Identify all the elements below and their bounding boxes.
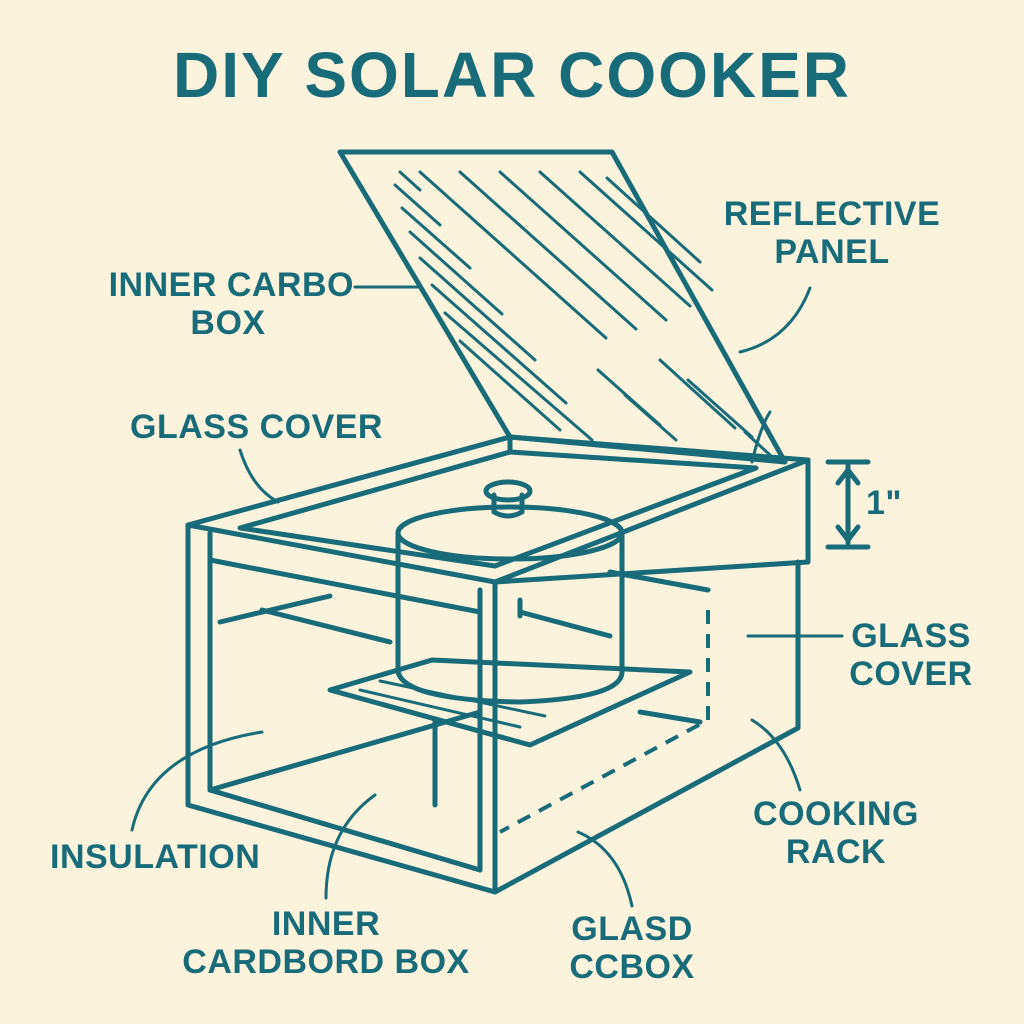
dimension-marker: [825, 459, 871, 550]
label-line: BOX: [190, 304, 266, 342]
label-line: RACK: [785, 833, 887, 871]
label-inner-carbo-box: INNER CARBO BOX: [72, 266, 354, 342]
label-line: GLASS: [851, 617, 971, 655]
label-line: 1": [866, 484, 903, 522]
label-line: GLASD: [571, 910, 693, 948]
leader-lines: [130, 285, 844, 908]
label-glass-cover-right: GLASS COVER: [838, 617, 984, 693]
label-line: REFLECTIVE: [723, 195, 941, 233]
label-reflective-panel: REFLECTIVE PANEL: [712, 195, 952, 271]
label-glass-cover-left: GLASS COVER: [130, 408, 410, 446]
label-line: GLASS COVER: [130, 408, 383, 446]
label-line: PANEL: [774, 233, 890, 271]
label-insulation: INSULATION: [50, 838, 290, 876]
label-line: INNER CARBO: [108, 266, 354, 304]
reflective-panel: [337, 149, 788, 465]
label-glasd-box: GLASD CCBOX: [552, 910, 712, 986]
label-line: INSULATION: [50, 838, 261, 876]
panel-hatching: [393, 170, 772, 457]
label-line: INNER: [271, 905, 381, 943]
label-dimension: 1": [866, 484, 926, 522]
label-line: COVER: [849, 655, 973, 693]
cooking-pot: [395, 479, 625, 705]
label-line: CARDBORD BOX: [182, 943, 470, 981]
diagram-title: DIY SOLAR COOKER: [173, 39, 851, 111]
label-line: COOKING: [753, 795, 919, 833]
box-body: [185, 457, 811, 895]
label-cooking-rack: COOKING RACK: [736, 795, 936, 871]
label-inner-cardbord-box: INNER CARDBORD BOX: [176, 905, 476, 981]
label-line: CCBOX: [569, 948, 695, 986]
box-interior: [217, 593, 613, 808]
